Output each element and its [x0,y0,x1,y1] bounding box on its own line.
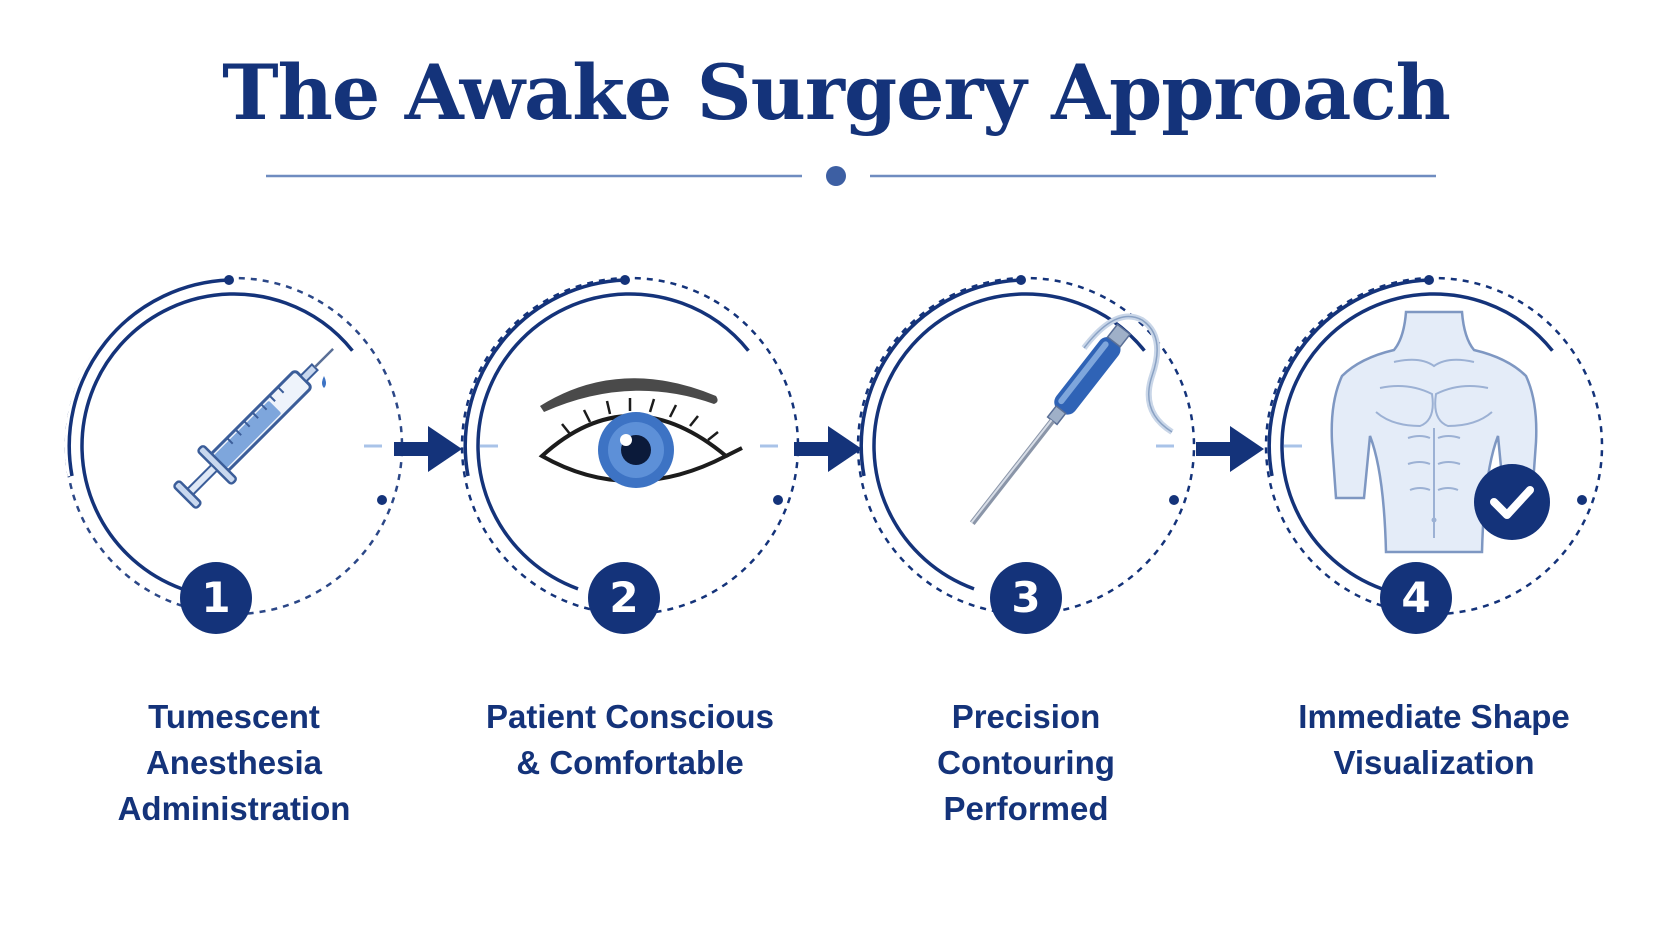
step-ring [460,275,800,616]
syringe-icon [173,348,334,509]
step-label-line: Immediate Shape [1298,698,1570,735]
step-label: Immediate Shape Visualization [1234,694,1634,786]
step-label-line: Visualization [1333,744,1535,781]
step-number-badge: 1 [180,562,252,634]
arrow-right-icon [794,426,862,472]
page-title: The Awake Surgery Approach [222,48,1451,137]
step-label-line: Patient Conscious [486,698,774,735]
title-divider [266,166,1436,186]
step-number-badge: 4 [1380,562,1452,634]
arrow-right-icon [394,426,462,472]
step-label-line: Contouring [937,744,1115,781]
step-label: Patient Conscious & Comfortable [430,694,830,786]
step-label-line: Administration [117,790,351,827]
arrow-right-icon [1196,426,1264,472]
step-label-line: Anesthesia [145,744,323,781]
step-label-line: Tumescent [148,698,320,735]
step-label: Tumescent Anesthesia Administration [34,694,434,832]
step-label: Precision Contouring Performed [826,694,1226,832]
step-label-line: Precision [951,698,1101,735]
open-eye-icon [538,378,743,488]
step-label-line: & Comfortable [516,744,744,781]
step-label-line: Performed [943,790,1109,827]
step-number-badge: 2 [588,562,660,634]
step-number-badge: 3 [990,562,1062,634]
checkmark-badge-icon [1474,464,1550,540]
cannula-icon [969,313,1174,526]
step-ring [856,275,1196,616]
